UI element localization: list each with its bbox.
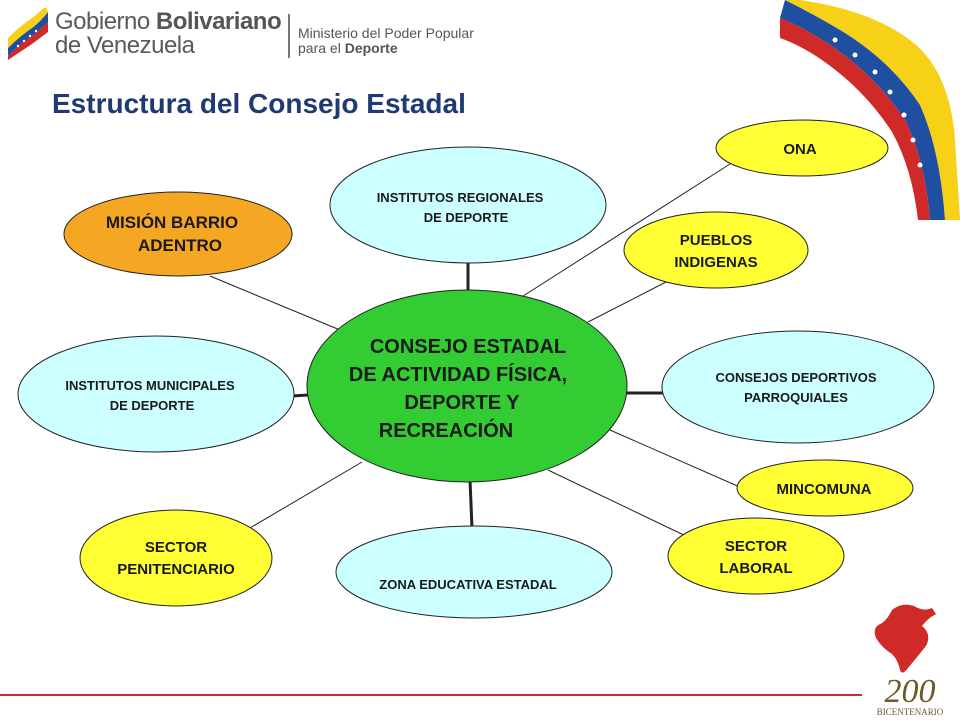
- connector-pueblos: [587, 281, 667, 323]
- header: Gobierno Bolivariano de Venezuela Minist…: [0, 0, 960, 80]
- ministry-line1: Ministerio del Poder Popular: [298, 25, 474, 41]
- svg-text:RECREACIÓN: RECREACIÓN: [379, 418, 513, 442]
- node-institutos-regionales: INSTITUTOS REGIONALES DE DEPORTE: [329, 146, 607, 264]
- gov-line2: de Venezuela: [55, 32, 195, 59]
- svg-text:SECTOR: SECTOR: [725, 538, 787, 555]
- government-logo-text: Gobierno Bolivariano de Venezuela: [55, 8, 282, 59]
- consejos-deportivos-line2: PARROQUIALES: [744, 390, 848, 405]
- header-separator: [288, 14, 290, 58]
- svg-text:DEPORTE Y: DEPORTE Y: [404, 392, 520, 414]
- node-sector-penitenciario: SECTOR PENITENCIARIO: [79, 509, 273, 607]
- sector-laboral-line2: LABORAL: [719, 560, 792, 577]
- svg-text:DE DEPORTE: DE DEPORTE: [424, 210, 509, 225]
- connector-ona: [519, 163, 731, 299]
- consejos-deportivos-line1: CONSEJOS DEPORTIVOS: [715, 370, 876, 385]
- node-consejos-deportivos: CONSEJOS DEPORTIVOS PARROQUIALES: [661, 330, 935, 444]
- connector-penitenciario: [249, 461, 363, 529]
- center-line1: CONSEJO ESTADAL: [370, 336, 566, 358]
- page-title: Estructura del Consejo Estadal: [52, 88, 466, 119]
- svg-text:ONA: ONA: [783, 141, 817, 158]
- center-line4: RECREACIÓN: [379, 418, 513, 442]
- flag-ribbon-icon: [780, 0, 960, 220]
- node-mision-barrio-adentro: MISIÓN BARRIO ADENTRO: [63, 191, 293, 277]
- bicentenario-label: BICENTENARIO: [877, 707, 944, 717]
- mision-barrio-line2: ADENTRO: [138, 236, 222, 255]
- bicentenario-number: 200: [885, 673, 936, 710]
- node-ona: ONA: [715, 119, 889, 177]
- svg-text:INSTITUTOS MUNICIPALES: INSTITUTOS MUNICIPALES: [65, 378, 235, 393]
- pueblos-indigenas-line1: PUEBLOS: [680, 232, 753, 249]
- pueblos-indigenas-line2: INDIGENAS: [674, 254, 757, 271]
- node-sector-laboral: SECTOR LABORAL: [667, 517, 845, 595]
- svg-text:SECTOR: SECTOR: [145, 539, 207, 556]
- connector-mincomuna: [609, 429, 743, 489]
- svg-text:LABORAL: LABORAL: [719, 560, 792, 577]
- svg-text:MINCOMUNA: MINCOMUNA: [777, 481, 872, 498]
- node-zona-educativa: ZONA EDUCATIVA ESTADAL: [335, 525, 613, 619]
- svg-text:PARROQUIALES: PARROQUIALES: [744, 390, 848, 405]
- institutos-regionales-line1: INSTITUTOS REGIONALES: [377, 190, 544, 205]
- gov-line1-a: Gobierno: [55, 8, 156, 35]
- institutos-municipales-line2: DE DEPORTE: [110, 398, 195, 413]
- bicentenario-logo-icon: 200 BICENTENARIO: [874, 604, 944, 717]
- zona-educativa-label: ZONA EDUCATIVA ESTADAL: [379, 577, 556, 592]
- svg-text:CONSEJOS DEPORTIVOS: CONSEJOS DEPORTIVOS: [715, 370, 876, 385]
- mision-barrio-line1: MISIÓN BARRIO: [106, 213, 238, 232]
- node-institutos-municipales: INSTITUTOS MUNICIPALES DE DEPORTE: [17, 335, 295, 453]
- ona-label: ONA: [783, 141, 817, 158]
- svg-text:CONSEJO ESTADAL: CONSEJO ESTADAL: [370, 336, 566, 358]
- center-line2: DE ACTIVIDAD FÍSICA,: [349, 363, 567, 386]
- center-line3: DEPORTE Y: [404, 392, 520, 414]
- ministry-text: Ministerio del Poder Popular para el Dep…: [298, 26, 474, 56]
- sector-penitenciario-line1: SECTOR: [145, 539, 207, 556]
- svg-text:INDIGENAS: INDIGENAS: [674, 254, 757, 271]
- mincomuna-label: MINCOMUNA: [777, 481, 872, 498]
- connector-mision: [209, 275, 341, 331]
- node-mincomuna: MINCOMUNA: [736, 459, 914, 517]
- svg-text:DE ACTIVIDAD FÍSICA,: DE ACTIVIDAD FÍSICA,: [349, 363, 567, 386]
- svg-text:DE DEPORTE: DE DEPORTE: [110, 398, 195, 413]
- svg-text:ZONA EDUCATIVA ESTADAL: ZONA EDUCATIVA ESTADAL: [379, 577, 556, 592]
- svg-text:MISIÓN BARRIO: MISIÓN BARRIO: [106, 213, 238, 232]
- institutos-regionales-line2: DE DEPORTE: [424, 210, 509, 225]
- ministry-line2-b: Deporte: [344, 40, 398, 56]
- sector-penitenciario-line2: PENITENCIARIO: [117, 561, 235, 578]
- svg-text:PENITENCIARIO: PENITENCIARIO: [117, 561, 235, 578]
- node-consejo-estadal: CONSEJO ESTADAL DE ACTIVIDAD FÍSICA, DEP…: [306, 289, 628, 483]
- ministry-line2-a: para el: [298, 40, 345, 56]
- svg-text:INSTITUTOS REGIONALES: INSTITUTOS REGIONALES: [377, 190, 544, 205]
- gov-line1-b: Bolivariano: [155, 8, 282, 35]
- institutos-municipales-line1: INSTITUTOS MUNICIPALES: [65, 378, 235, 393]
- sector-laboral-line1: SECTOR: [725, 538, 787, 555]
- svg-text:ADENTRO: ADENTRO: [138, 236, 222, 255]
- node-pueblos-indigenas: PUEBLOS INDIGENAS: [623, 211, 809, 289]
- connector-laboral: [547, 469, 691, 539]
- footer-divider: [0, 694, 862, 696]
- connector-zona: [468, 479, 474, 529]
- connector-municipales: [291, 393, 309, 398]
- svg-text:PUEBLOS: PUEBLOS: [680, 232, 753, 249]
- venezuela-flag-logo-icon: [8, 8, 48, 60]
